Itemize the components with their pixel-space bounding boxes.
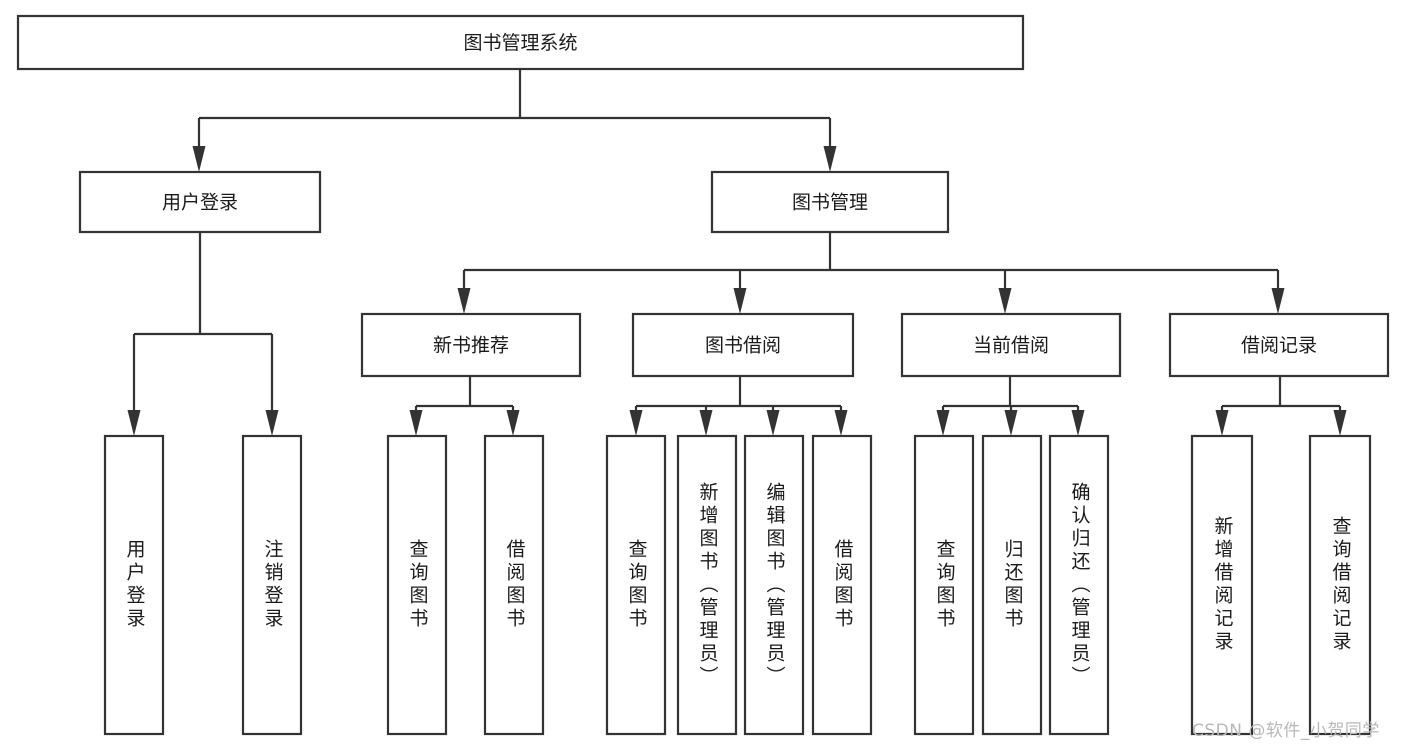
boxes-layer	[16, 14, 1390, 736]
root-branch-1-arrowhead	[823, 146, 837, 172]
user-login-branch-1-arrowhead	[265, 410, 279, 436]
current-borrow-branch-1-arrowhead	[1004, 410, 1018, 436]
node-label-current-borrow: 当前借阅	[973, 335, 1049, 357]
book-management-branch-1-arrowhead	[733, 288, 747, 314]
node-box-leaf-query-borrow-record[interactable]	[1308, 434, 1372, 736]
user-login-branch-0-arrowhead	[127, 410, 141, 436]
node-box-leaf-confirm-return[interactable]	[1048, 434, 1110, 736]
node-box-leaf-add-book[interactable]	[676, 434, 738, 736]
node-label-book-management: 图书管理	[792, 192, 868, 214]
node-box-leaf-query-book-current[interactable]	[913, 434, 975, 736]
borrow-record-branch-1-arrowhead	[1333, 410, 1347, 436]
borrow-record-branch-0-arrowhead	[1215, 410, 1229, 436]
book-borrow-branch-3-arrowhead	[834, 410, 848, 436]
node-label-new-book-recommend: 新书推荐	[433, 335, 509, 357]
book-management-branch-0-arrowhead	[457, 288, 471, 314]
node-box-root[interactable]	[16, 14, 1025, 71]
node-box-leaf-add-borrow-record[interactable]	[1190, 434, 1254, 736]
new-book-recommend-branch-1-arrowhead	[506, 410, 520, 436]
new-book-recommend-branch-0-arrowhead	[409, 410, 423, 436]
node-box-leaf-query-book-borrow[interactable]	[605, 434, 667, 736]
csdn-watermark: CSDN @软件_小贺同学	[1192, 721, 1380, 741]
node-box-leaf-borrow-book-recommend[interactable]	[483, 434, 545, 736]
node-box-book-management[interactable]	[710, 170, 950, 234]
node-box-leaf-borrow-book[interactable]	[811, 434, 873, 736]
book-management-branch-3-arrowhead	[1271, 288, 1285, 314]
book-borrow-branch-1-arrowhead	[699, 410, 713, 436]
current-borrow-branch-0-arrowhead	[936, 410, 950, 436]
node-box-leaf-user-login[interactable]	[103, 434, 165, 736]
node-box-new-book-recommend[interactable]	[360, 312, 582, 378]
node-box-book-borrow[interactable]	[631, 312, 855, 378]
node-box-leaf-logout-login[interactable]	[241, 434, 303, 736]
node-box-leaf-query-book-recommend[interactable]	[386, 434, 448, 736]
node-box-borrow-record[interactable]	[1168, 312, 1390, 378]
book-borrow-branch-0-arrowhead	[629, 410, 643, 436]
node-box-leaf-edit-book[interactable]	[743, 434, 805, 736]
node-box-user-login[interactable]	[78, 170, 322, 234]
node-box-current-borrow[interactable]	[900, 312, 1122, 378]
current-borrow-branch-2-arrowhead	[1071, 410, 1085, 436]
node-label-root: 图书管理系统	[463, 32, 577, 54]
node-label-book-borrow: 图书借阅	[705, 335, 781, 357]
book-management-branch-2-arrowhead	[998, 288, 1012, 314]
node-label-borrow-record: 借阅记录	[1241, 335, 1317, 357]
root-branch-0-arrowhead	[192, 146, 206, 172]
book-borrow-branch-2-arrowhead	[766, 410, 780, 436]
connectors-layer	[127, 69, 1347, 436]
node-box-leaf-return-book[interactable]	[981, 434, 1043, 736]
node-label-user-login: 用户登录	[162, 192, 238, 214]
